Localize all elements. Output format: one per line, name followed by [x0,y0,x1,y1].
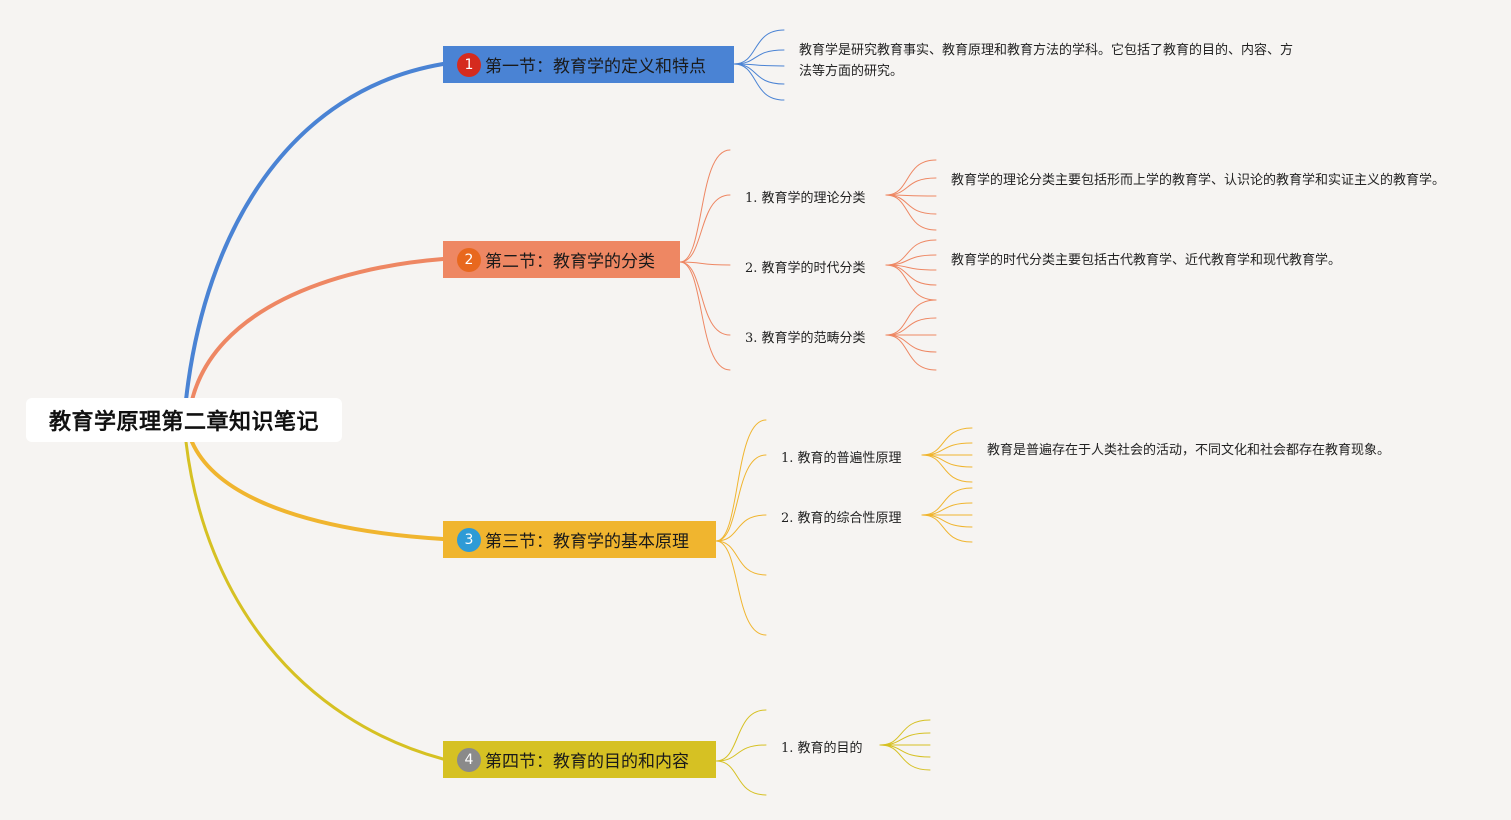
root-title: 教育学原理第二章知识笔记 [48,410,319,435]
section-1-fan-2 [733,49,785,65]
branch-4-line [184,440,445,761]
section-3-fan-1 [715,419,767,542]
section-2-sub-1-fan-1 [885,159,937,196]
branch-2-line [190,257,445,402]
section-3-sub-2-fan-4 [921,514,973,528]
section-2-sub-2-fan-5 [885,264,937,301]
section-2-sub-3[interactable]: 3. 教育学的范畴分类 [745,331,866,346]
section-3-sub-1-note: 教育是普遍存在于人类社会的活动，不同文化和社会都存在教育现象。 [987,443,1391,458]
section-1-fan-4 [733,63,785,85]
section-3-sub-1-fan-4 [921,454,973,468]
section-1-number-badge: 1 [457,52,481,77]
section-2-sub-1[interactable]: 1. 教育学的理论分类 [745,191,866,206]
section-2-sub-1-fan-5 [885,194,937,231]
section-3-sub-2-fan-5 [921,514,973,543]
section-3-title: 第三节：教育学的基本原理 [485,532,689,552]
section-2-title: 第二节：教育学的分类 [485,252,655,272]
section-2-fan-1 [679,149,731,263]
section-4-topic[interactable]: 4 第四节：教育的目的和内容 [443,741,716,778]
section-2-topic[interactable]: 2 第二节：教育学的分类 [443,241,680,278]
section-2-fan-2 [679,194,731,263]
section-3-sub-2[interactable]: 2. 教育的综合性原理 [781,511,902,526]
section-2-sub-2-fan-1 [885,239,937,266]
branch-3-line [190,440,445,541]
section-3-sub-1[interactable]: 1. 教育的普遍性原理 [781,451,902,466]
section-2-sub-3-fan-1 [885,299,937,336]
section-1-note: 教育学是研究教育事实、教育原理和教育方法的学科。它包括了教育的目的、内容、方法等… [799,43,1294,79]
section-3-fan-2 [715,454,767,542]
section-4-fan-1 [715,709,767,762]
section-2-sub-3-fan-2 [885,317,937,336]
section-3-topic[interactable]: 3 第三节：教育学的基本原理 [443,521,716,558]
section-3-fan-3 [715,514,767,542]
section-4-sub-1-fan-1 [879,719,931,746]
section-2-sub-3-fan-5 [885,334,937,371]
section-3-sub-2-fan-2 [921,502,973,516]
section-4-sub-1-fan-5 [879,744,931,771]
section-2-sub-2[interactable]: 2. 教育学的时代分类 [745,261,866,276]
section-3-sub-1-fan-1 [921,427,973,456]
section-2-sub-2-fan-2 [885,254,937,266]
section-4-sub-1-fan-2 [879,732,931,746]
section-2-sub-1-fan-2 [885,177,937,196]
section-1-title: 第一节：教育学的定义和特点 [485,57,706,77]
section-4-fan-2 [715,744,767,762]
section-2-fan-3 [679,261,731,266]
section-1-topic[interactable]: 1 第一节：教育学的定义和特点 [443,46,734,83]
branch-1-line [184,62,445,402]
section-2-sub-1-fan-4 [885,194,937,215]
section-3-sub-2-fan-1 [921,487,973,516]
section-2-sub-3-fan-4 [885,334,937,353]
section-3-sub-1-fan-5 [921,454,973,483]
section-2-fan-5 [679,261,731,371]
section-2-number-badge: 2 [457,247,481,272]
section-3-fan-5 [715,540,767,636]
section-4-fan-3 [715,760,767,796]
section-2-sub-2-note: 教育学的时代分类主要包括古代教育学、近代教育学和现代教育学。 [951,253,1342,268]
section-1-fan-5 [733,63,785,101]
section-3-sub-1-fan-2 [921,442,973,456]
section-2-sub-1-note: 教育学的理论分类主要包括形而上学的教育学、认识论的教育学和实证主义的教育学。 [951,173,1446,188]
section-3-fan-4 [715,540,767,576]
root-topic[interactable]: 教育学原理第二章知识笔记 [26,398,342,442]
section-1-fan-1 [733,29,785,65]
section-3-number-badge: 3 [457,527,481,552]
section-4-title: 第四节：教育的目的和内容 [485,752,689,772]
section-4-sub-1-fan-4 [879,744,931,758]
section-4-number-badge: 4 [457,747,481,772]
section-4-sub-1[interactable]: 1. 教育的目的 [781,741,863,756]
section-2-fan-4 [679,261,731,336]
